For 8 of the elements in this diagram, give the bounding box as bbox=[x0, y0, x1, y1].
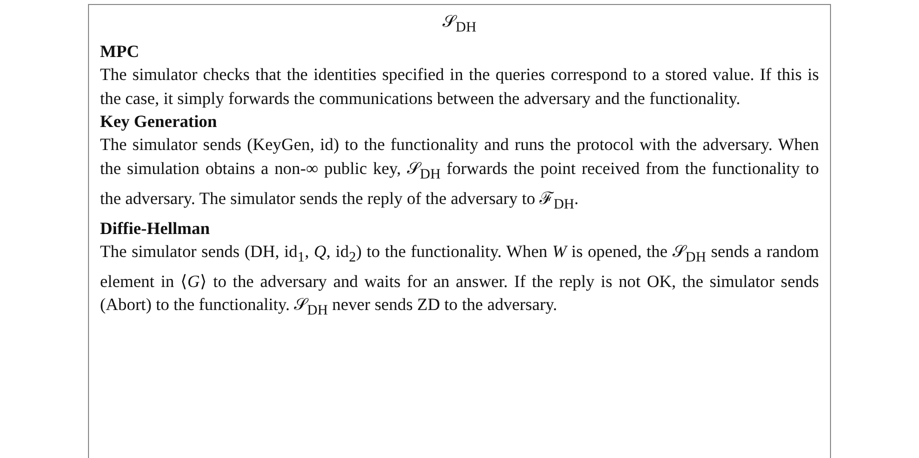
paragraph: The simulator sends (DH, id$_{1}$, Q, id$_{2}$) to the functionality. When W is opened, the 𝒮$_{DH}$ sends a random element in ⟨G⟩ to the adversary and waits for an answer. If the reply is not OK, the simulator sends (Abort) to the functionality. 𝒮$_{DH}$ never sends ZD to the adversary. bbox=[100, 240, 819, 321]
section-heading: MPC bbox=[100, 40, 140, 63]
paragraph: The simulator sends (KeyGen, id) to the functionality and runs the protocol with the adversary. When the simulation obtains a non-∞ public key, 𝒮$_{DH}$ forwards the point received from the functionality to the adversary. The simulator sends the reply of the adversary to ℱ$_{DH}$. bbox=[100, 134, 819, 214]
section-heading: Key Generation bbox=[100, 111, 218, 134]
paragraph: The simulator checks that the identities specified in the queries correspond to a stored value. If this is the case, it simply forwards the communications between the adversary and the functionality. bbox=[100, 64, 819, 110]
section-heading: Diffie-Hellman bbox=[100, 218, 211, 240]
algorithm-box bbox=[88, 4, 831, 458]
box-title: 𝒮$_{DH}$ bbox=[442, 11, 478, 38]
